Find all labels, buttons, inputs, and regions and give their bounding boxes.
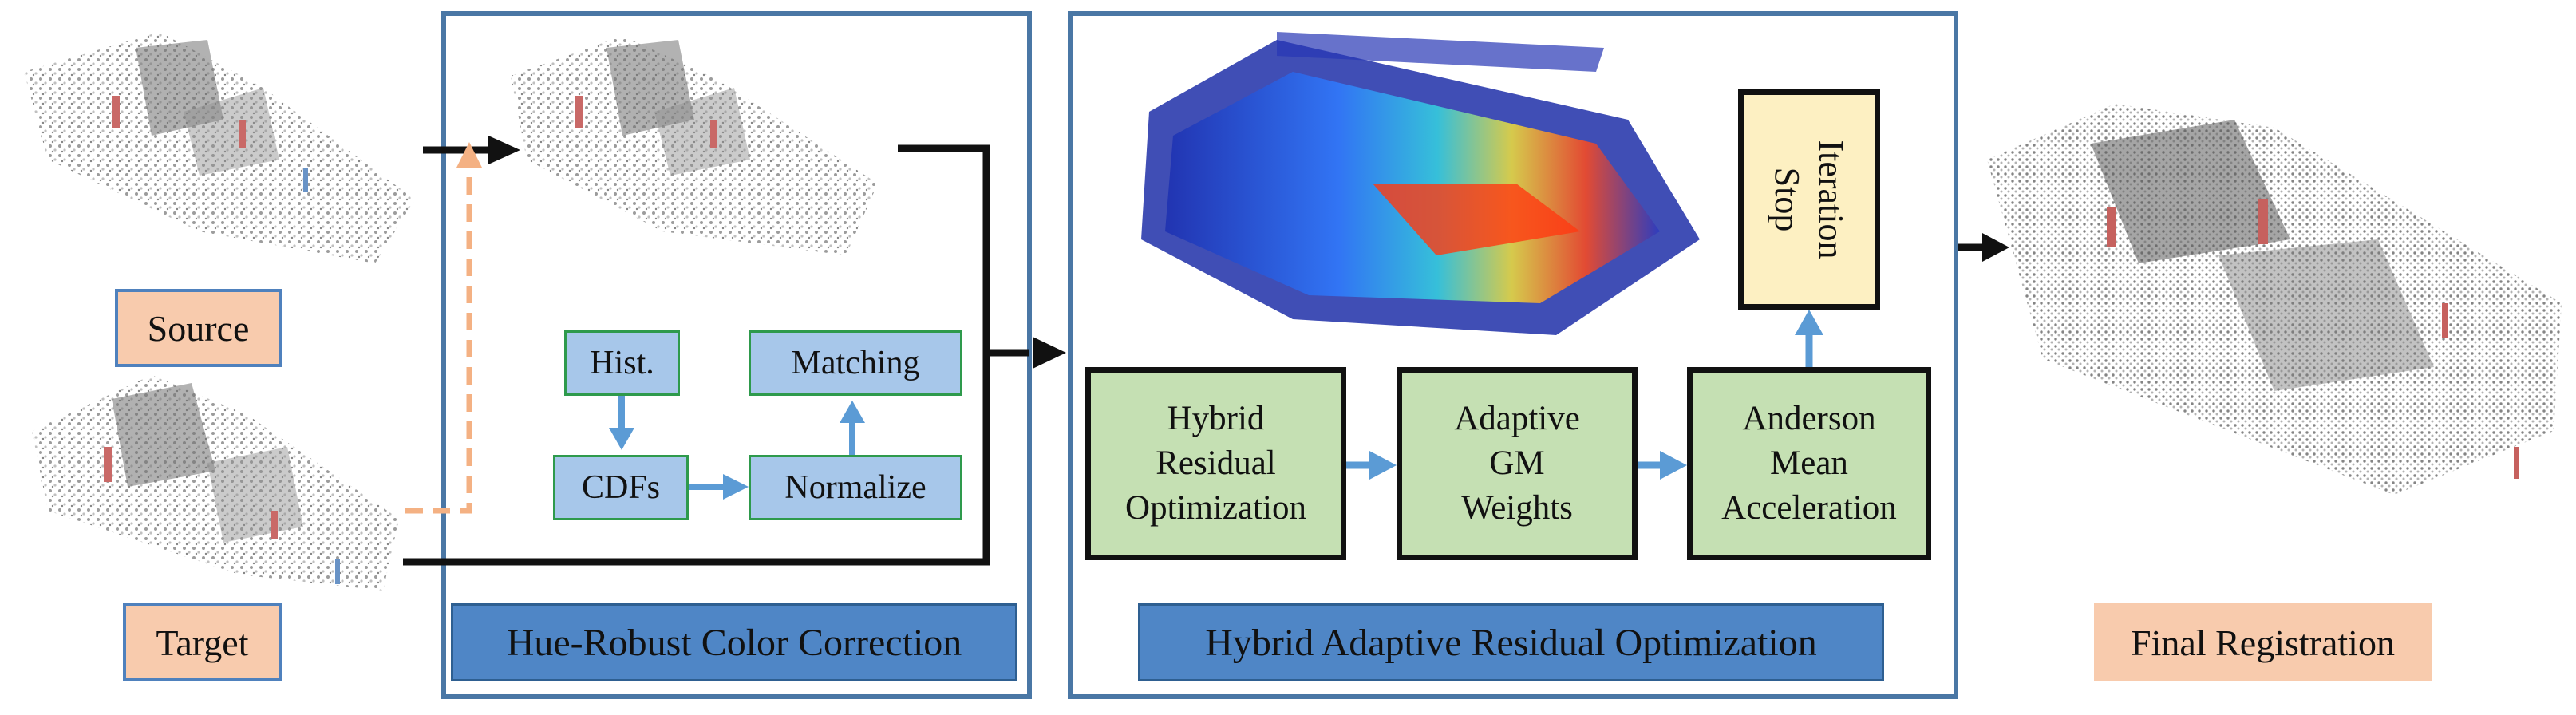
residual-optimization-title: Hybrid Adaptive Residual Optimization (1138, 603, 1884, 681)
cdfs-box: CDFs (553, 455, 689, 520)
corrected-point-cloud-icon (511, 36, 878, 255)
source-label: Source (115, 289, 282, 367)
target-point-cloud-icon (32, 375, 399, 591)
iteration-stop-box: Iteration Stop (1738, 89, 1880, 310)
target-label: Target (123, 603, 282, 681)
blue-arrows-color (609, 393, 865, 500)
black-arrowheads (488, 136, 2009, 369)
adaptive-gm-box: Adaptive GM Weights (1397, 367, 1638, 560)
residual-optimization-panel (1068, 11, 1958, 699)
blue-arrows-opt (1346, 310, 1823, 480)
residual-heatmap-icon (1141, 32, 1700, 335)
anderson-box: Anderson Mean Acceleration (1687, 367, 1931, 560)
iteration-stop-text: Iteration Stop (1768, 140, 1851, 259)
registered-point-cloud-icon (1987, 104, 2562, 495)
final-registration-label: Final Registration (2094, 603, 2432, 681)
color-correction-title: Hue-Robust Color Correction (451, 603, 1017, 681)
source-point-cloud-icon (24, 32, 415, 263)
hybrid-residual-box: Hybrid Residual Optimization (1085, 367, 1346, 560)
normalize-box: Normalize (749, 455, 962, 520)
matching-box: Matching (749, 330, 962, 396)
dashed-color-arrow (405, 142, 482, 514)
hist-box: Hist. (564, 330, 680, 396)
black-connectors (403, 144, 1984, 566)
